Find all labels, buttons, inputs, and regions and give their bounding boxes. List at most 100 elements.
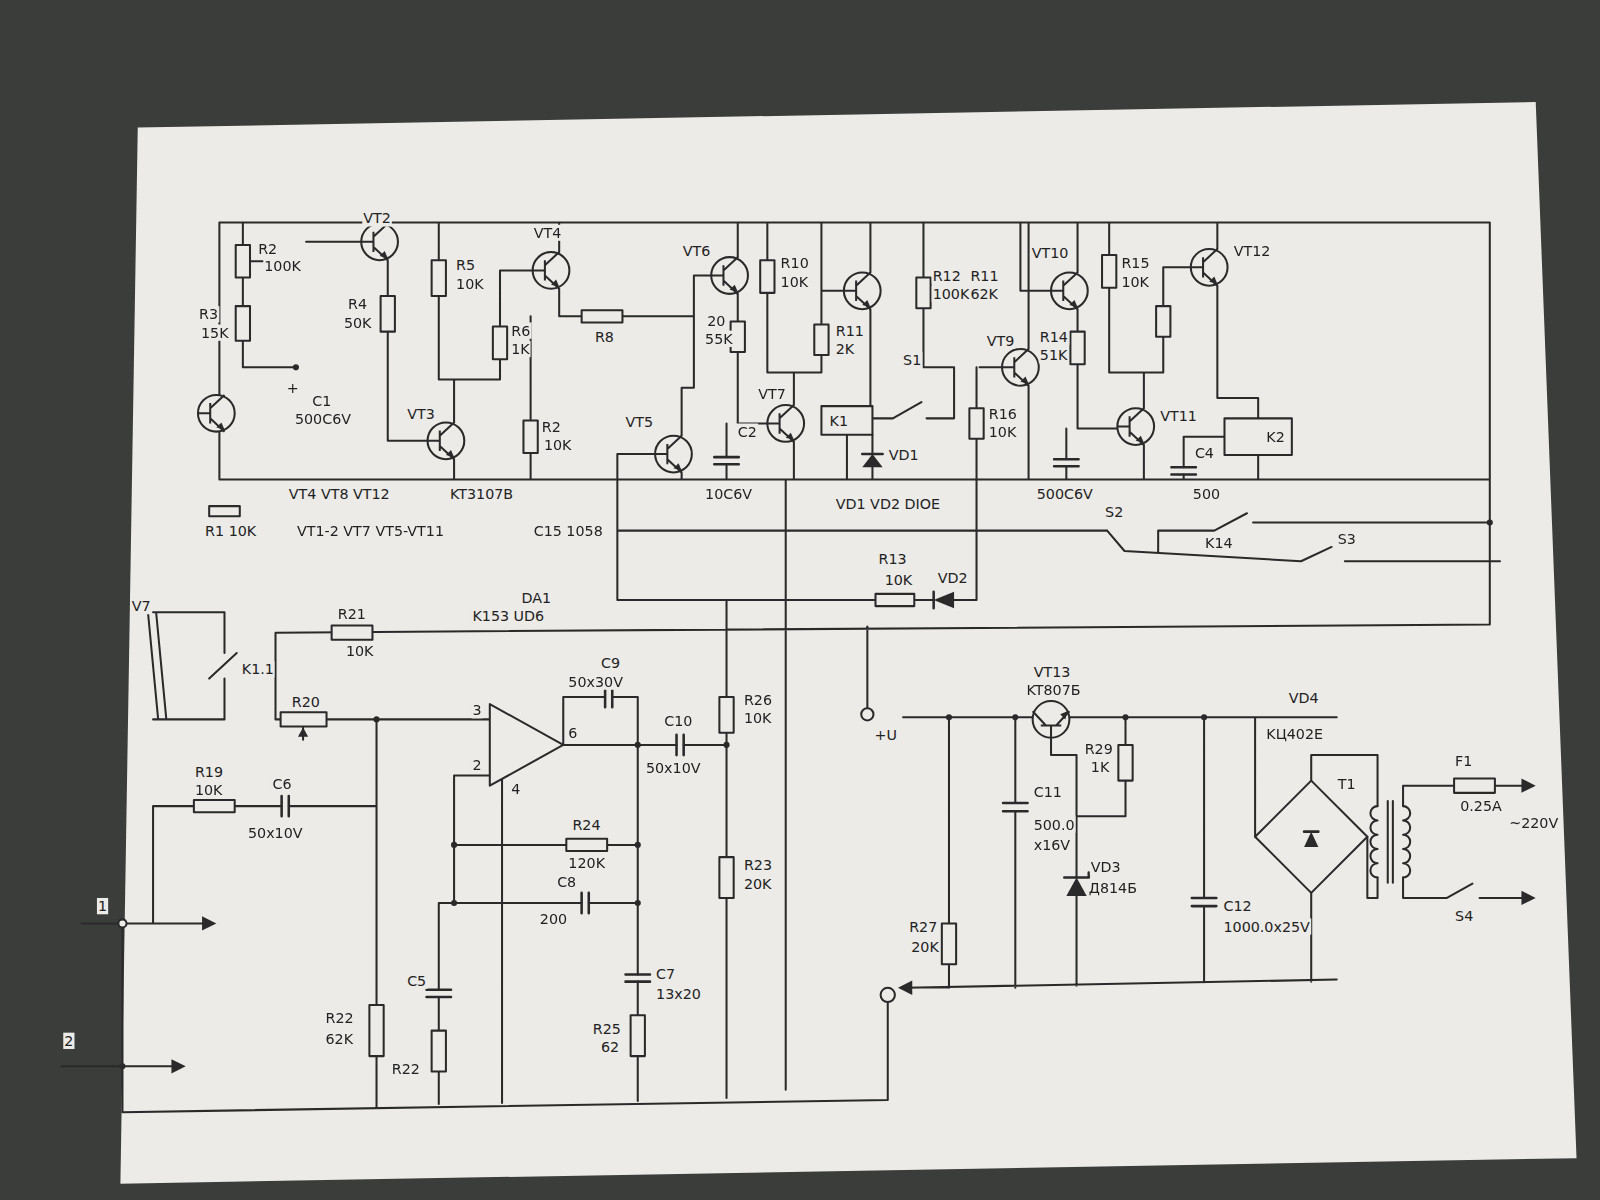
component-label: 500.0	[1033, 816, 1076, 832]
component-label: 62	[600, 1039, 620, 1055]
component-label: 10K	[194, 782, 224, 798]
transistor-symbol	[767, 405, 804, 442]
component-label: 4	[510, 781, 521, 797]
component-label: R15	[1120, 255, 1150, 271]
terminal	[861, 708, 873, 720]
junction-dot	[635, 842, 641, 848]
component-label: S1	[902, 352, 922, 368]
component-label: R4	[347, 296, 368, 312]
component-label: 100K	[932, 286, 971, 302]
component-label: F1	[1454, 753, 1473, 769]
component-label: DA1	[520, 590, 552, 606]
arrow-head	[298, 728, 308, 737]
terminal	[118, 919, 126, 927]
component-label: 120K	[567, 855, 606, 871]
component-label: 2	[63, 1033, 74, 1049]
junction-dot	[451, 900, 457, 906]
component-label: V7	[131, 598, 152, 614]
junction-dot	[451, 842, 457, 848]
component-label: 50x30V	[567, 673, 624, 689]
transistor-symbol	[844, 272, 881, 309]
diode-bar	[862, 454, 1318, 877]
component-label: C15 1058	[533, 522, 604, 538]
component-label: Д814Б	[1088, 880, 1138, 896]
arrow-head	[1521, 779, 1535, 793]
component-label: 500	[1192, 486, 1221, 502]
transistor-symbol	[1033, 701, 1070, 738]
transistor-symbol	[1051, 272, 1088, 309]
component-label: 0.25A	[1459, 798, 1503, 814]
junction-dot	[1012, 714, 1018, 720]
component-label: 20K	[743, 876, 773, 892]
component-label: VT6	[682, 243, 712, 259]
fuse-symbol	[1454, 779, 1495, 793]
component-label: C1	[311, 393, 332, 409]
component-label: VT11	[1159, 408, 1198, 424]
component-label: R20	[291, 694, 321, 710]
component-label: C6	[271, 776, 292, 792]
component-label: R8	[594, 329, 615, 345]
component-label: +	[286, 380, 300, 396]
component-label: R16	[988, 406, 1018, 422]
component-label: 10K	[743, 710, 773, 726]
component-label: VD1 VD2 DIOE	[835, 496, 941, 512]
component-label: R22	[324, 1010, 354, 1026]
component-label: VT2	[362, 210, 392, 226]
resistor-symbol	[381, 296, 395, 332]
resistor-symbol	[916, 278, 930, 309]
resistor-symbol	[582, 310, 623, 322]
transistor-symbol	[533, 252, 570, 289]
wire	[61, 222, 1525, 1112]
transistor-symbol	[1002, 349, 1039, 386]
relay-coil	[1224, 418, 1291, 455]
component-label: R11	[969, 267, 999, 283]
component-label: VD2	[937, 569, 969, 585]
junction-dot	[946, 714, 952, 720]
diode-symbol	[862, 454, 882, 467]
component-label: R3	[198, 306, 219, 322]
component-label: 2K	[835, 341, 856, 357]
component-label: C7	[655, 965, 676, 981]
transistor-symbol	[1191, 249, 1228, 286]
resistor-symbol	[209, 506, 240, 516]
junction-dot	[1122, 714, 1128, 720]
component-label: VT13	[1033, 663, 1072, 679]
component-label: 50x10V	[645, 760, 702, 776]
component-label: VD4	[1288, 690, 1320, 706]
paper-sheet	[120, 102, 1576, 1184]
component-label: K14	[1204, 535, 1234, 551]
diode-symbol	[1304, 832, 1318, 847]
resistor-symbol	[1070, 332, 1084, 365]
resistor-symbol	[719, 697, 733, 733]
component-label: R21	[337, 606, 367, 622]
component-label: 200	[539, 911, 568, 927]
component-label: R14	[1039, 329, 1069, 345]
component-label: 51K	[1039, 347, 1069, 363]
resistor-symbol	[432, 1031, 446, 1072]
component-label: 10K	[543, 437, 573, 453]
component-label: C10	[663, 712, 693, 728]
resistor-symbol	[236, 245, 250, 278]
component-label: 50K	[343, 314, 373, 330]
zener-symbol	[1066, 878, 1086, 896]
component-label: R11	[835, 322, 865, 338]
arrow-head	[202, 916, 216, 930]
component-label: R19	[194, 763, 224, 779]
component-label: 13x20	[655, 986, 702, 1002]
component-label: 10K	[1120, 273, 1150, 289]
component-label: ~220V	[1508, 814, 1559, 830]
component-label: 100K	[263, 258, 302, 274]
component-label: KЦ402E	[1265, 726, 1324, 742]
junction-dot	[635, 900, 641, 906]
transistor-symbol	[711, 257, 748, 294]
resistor-symbol	[969, 408, 983, 439]
component-label: S4	[1454, 908, 1474, 924]
component-label: VT9	[986, 333, 1016, 349]
potentiometer-symbol	[281, 712, 327, 726]
component-label: 10C6V	[704, 486, 753, 502]
component-label: 10K	[345, 643, 375, 659]
transistor-symbol	[428, 422, 465, 459]
resistor-symbol	[566, 839, 607, 851]
component-label: 1K	[510, 341, 531, 357]
